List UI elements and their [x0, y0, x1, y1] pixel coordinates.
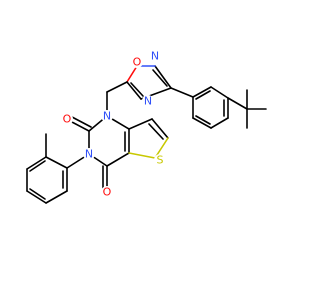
bond: [29, 160, 46, 172]
atom-o-c2: O: [61, 113, 73, 126]
bond: [148, 123, 164, 140]
bond: [29, 188, 46, 200]
atom-layer: N O N N N O O S: [61, 50, 166, 199]
bond: [45, 156, 68, 169]
bond: [170, 87, 194, 98]
atom-n-ring: N: [142, 95, 154, 108]
bond: [45, 190, 68, 204]
bond: [154, 65, 172, 89]
bond: [26, 190, 47, 204]
molecule-structure: N O N N N O O S: [26, 50, 267, 204]
bond: [210, 117, 229, 129]
bond: [210, 86, 229, 99]
bond: [152, 69, 168, 87]
atom-s: S: [154, 154, 166, 167]
atom-o-ring: O: [131, 56, 143, 69]
atom-o-c4: O: [101, 186, 113, 199]
bond: [192, 86, 212, 98]
atom-label: S: [157, 154, 164, 167]
bond: [106, 152, 130, 167]
atom-label: N: [85, 148, 93, 161]
atom-label: N: [103, 110, 111, 123]
atom-n-top: N: [149, 50, 161, 63]
bond: [130, 82, 144, 97]
atom-n1: N: [101, 110, 113, 123]
bond: [154, 137, 169, 159]
bond: [106, 81, 128, 93]
atom-label: N: [151, 50, 159, 63]
atom-label: O: [133, 56, 142, 69]
atom-label: O: [63, 113, 72, 126]
bond: [128, 152, 156, 159]
atom-n3: N: [83, 148, 95, 161]
bond: [26, 156, 47, 170]
atom-label: N: [144, 95, 152, 108]
bond: [126, 81, 142, 100]
bond: [227, 97, 248, 110]
bond: [126, 65, 138, 83]
bond: [151, 118, 169, 139]
bond-layer: [26, 65, 267, 204]
bond: [195, 115, 211, 125]
bond: [128, 118, 153, 130]
atom-label: O: [103, 186, 112, 199]
bond: [71, 116, 92, 128]
bond: [195, 90, 211, 100]
bond: [192, 117, 212, 129]
bond: [69, 120, 90, 132]
